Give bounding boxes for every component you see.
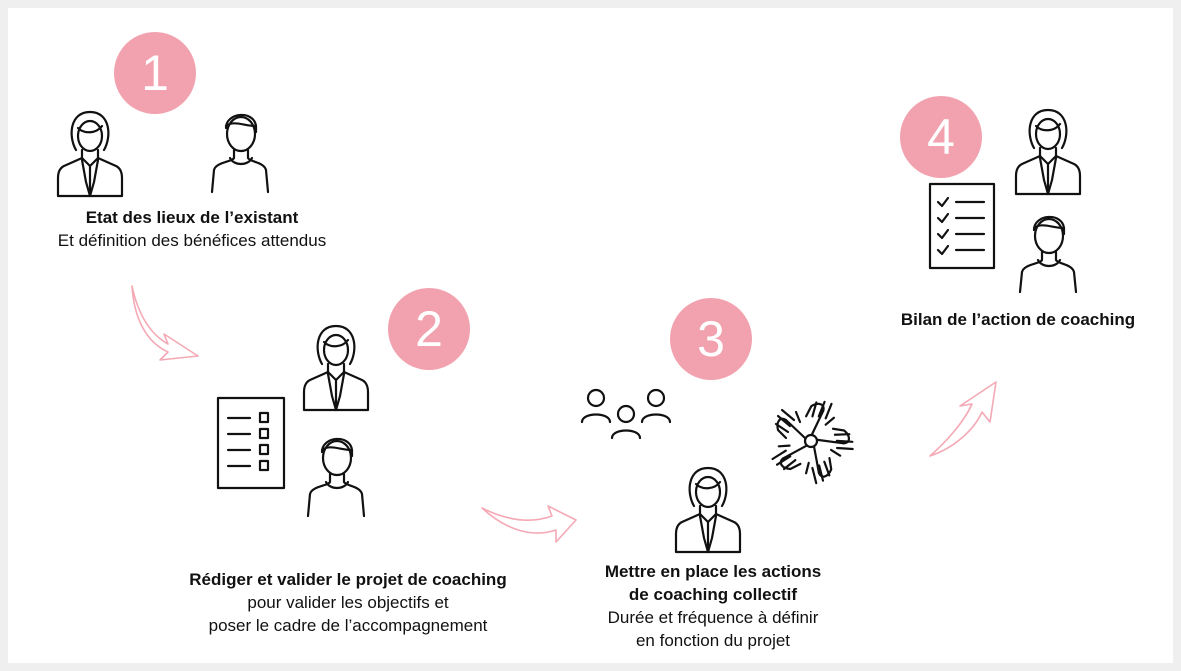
curved-arrow-icon [481, 505, 577, 543]
man-icon [1018, 215, 1078, 294]
woman-icon [1014, 108, 1082, 196]
woman-icon [674, 466, 742, 554]
process-diagram: 1 Etat des lieux de l’existant Et défini… [8, 8, 1173, 663]
group-icon [580, 388, 672, 440]
step-1-badge: 1 [114, 32, 196, 114]
step-4-badge: 4 [900, 96, 982, 178]
step-4-text: Bilan de l’action de coaching [868, 308, 1168, 331]
step-2-text: Rédiger et valider le projet de coaching… [138, 568, 558, 637]
checklist-icon [928, 182, 996, 270]
step-1-text: Etat des lieux de l’existant Et définiti… [8, 206, 376, 252]
man-icon [210, 113, 270, 194]
step-2-badge: 2 [388, 288, 470, 370]
step-3-description-line-1: Durée et fréquence à définir [607, 608, 819, 627]
step-2-description-line-1: pour valider les objectifs et [247, 593, 449, 612]
step-1-description: Et définition des bénéfices attendus [57, 231, 327, 250]
woman-icon [302, 324, 370, 412]
step-3-title-line-2: de coaching collectif [628, 585, 798, 604]
step-1-title: Etat des lieux de l’existant [85, 208, 299, 227]
checklist-icon [216, 396, 286, 490]
woman-icon [56, 110, 124, 198]
curved-arrow-icon [131, 285, 199, 361]
step-3-badge: 3 [670, 298, 752, 380]
step-4-title: Bilan de l’action de coaching [900, 310, 1136, 329]
step-3-description-line-2: en fonction du projet [635, 631, 791, 650]
step-3-text: Mettre en place les actions de coaching … [568, 560, 858, 652]
man-icon [306, 437, 366, 518]
step-3-title-line-1: Mettre en place les actions [604, 562, 822, 581]
step-2-title: Rédiger et valider le projet de coaching [189, 570, 507, 589]
hands-together-icon [771, 400, 854, 485]
curved-arrow-icon [929, 381, 997, 457]
step-2-description-line-2: poser le cadre de l’accompagnement [208, 616, 488, 635]
